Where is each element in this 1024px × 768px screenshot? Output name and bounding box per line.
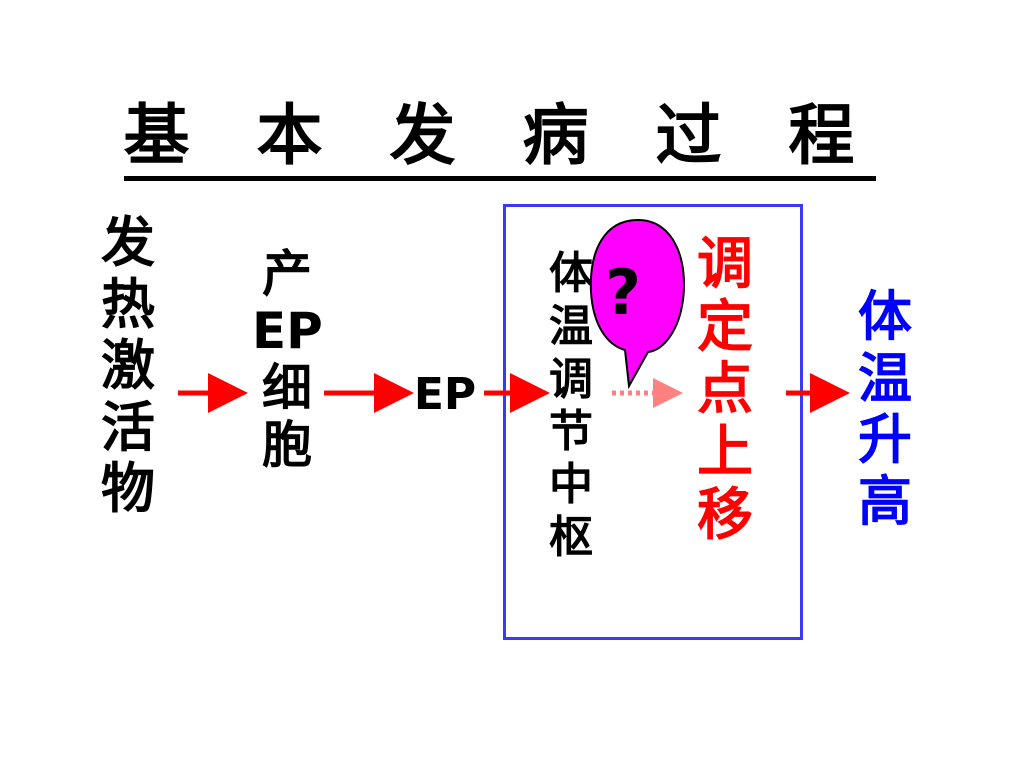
node-ep: EP: [413, 369, 477, 420]
node-body-temperature-rise: 体 温 升 高: [858, 285, 912, 533]
node-ep-producing-cells: 产 EP 细 胞: [252, 245, 323, 474]
question-bubble: [589, 218, 685, 390]
page-title: 基 本 发 病 过 程: [0, 82, 1000, 181]
node-pyrogenic-activator: 发 热 激 活 物: [101, 211, 155, 521]
node-setpoint-shift: 调 定 点 上 移: [697, 232, 753, 548]
node-thermoregulatory-center: 体 温 调 节 中 枢: [549, 248, 593, 563]
title-text: 基 本 发 病 过 程: [123, 97, 877, 181]
question-mark: ?: [605, 256, 641, 329]
thermoregulation-box: [503, 204, 803, 640]
